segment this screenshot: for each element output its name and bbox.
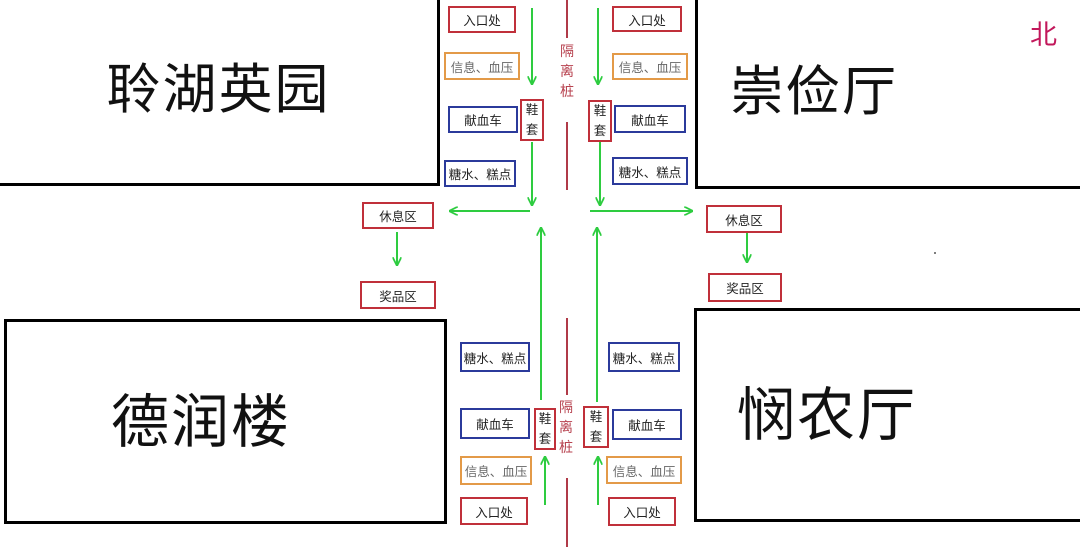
station-donation-bus-nw: 献血车 (448, 106, 518, 133)
station-donation-bus-ne: 献血车 (614, 105, 686, 133)
station-shoe-cover-ne: 鞋 套 (588, 100, 612, 142)
building-northwest: 聆湖英园 (0, 0, 440, 186)
station-info-bp-nw: 信息、血压 (444, 52, 520, 80)
shoe-cover-char: 套 (589, 429, 603, 444)
shoe-cover-char: 鞋 (589, 409, 603, 424)
shoe-cover-char: 鞋 (593, 103, 607, 118)
building-northwest-label: 聆湖英园 (106, 58, 331, 121)
divider-char: 隔 (559, 400, 573, 416)
station-label: 糖水、糕点 (448, 167, 512, 182)
divider-char: 离 (559, 420, 573, 436)
station-label: 入口处 (463, 13, 501, 28)
divider-char: 隔 (560, 44, 574, 60)
station-entrance-nw: 入口处 (448, 6, 516, 33)
station-donation-bus-se: 献血车 (612, 409, 682, 440)
station-snacks-nw: 糖水、糕点 (444, 160, 516, 187)
station-entrance-ne: 入口处 (612, 6, 682, 32)
station-info-bp-ne: 信息、血压 (612, 53, 688, 80)
station-label: 献血车 (464, 113, 502, 128)
station-label: 献血车 (476, 417, 514, 432)
station-shoe-cover-se: 鞋 套 (583, 406, 609, 448)
building-southwest-label: 德润楼 (111, 387, 292, 456)
shoe-cover-char: 鞋 (525, 102, 539, 117)
station-label: 入口处 (623, 505, 661, 520)
station-info-bp-se: 信息、血压 (606, 456, 682, 484)
shoe-cover-char: 套 (538, 431, 552, 446)
station-label: 糖水、糕点 (618, 164, 682, 180)
station-snacks-sw: 糖水、糕点 (460, 342, 530, 372)
station-label: 信息、血压 (450, 59, 514, 75)
divider-char: 桩 (560, 84, 574, 100)
divider-label-north: 隔 离 桩 (558, 42, 576, 102)
station-label: 糖水、糕点 (463, 350, 527, 366)
building-northeast-label: 崇俭厅 (730, 59, 898, 123)
station-label: 入口处 (628, 12, 666, 28)
station-label: 信息、血压 (464, 464, 528, 479)
shoe-cover-char: 套 (525, 122, 539, 137)
building-southwest: 德润楼 (4, 319, 447, 524)
station-label: 献血车 (631, 112, 669, 128)
station-label: 休息区 (379, 209, 417, 224)
station-rest-west: 休息区 (362, 202, 434, 229)
divider-label-south: 隔 离 桩 (557, 398, 575, 458)
station-donation-bus-sw: 献血车 (460, 408, 530, 439)
station-label: 糖水、糕点 (612, 350, 676, 366)
station-prize-west: 奖品区 (360, 281, 436, 309)
station-label: 信息、血压 (612, 463, 676, 479)
station-shoe-cover-sw: 鞋 套 (534, 408, 556, 450)
divider-char: 离 (560, 64, 574, 80)
building-northeast: 崇俭厅 (695, 0, 1080, 189)
station-info-bp-sw: 信息、血压 (460, 456, 532, 485)
station-label: 入口处 (475, 504, 513, 520)
divider-char: 桩 (559, 440, 573, 456)
station-label: 献血车 (628, 418, 666, 433)
station-entrance-se: 入口处 (608, 497, 676, 526)
station-snacks-ne: 糖水、糕点 (612, 157, 688, 185)
station-entrance-sw: 入口处 (460, 497, 528, 525)
station-label: 信息、血压 (618, 60, 682, 75)
building-southeast-label: 悯农厅 (737, 381, 918, 449)
shoe-cover-char: 鞋 (538, 411, 552, 426)
building-southeast: 悯农厅 (694, 308, 1080, 522)
station-snacks-se: 糖水、糕点 (608, 342, 680, 372)
north-label: 北 (1030, 20, 1057, 51)
shoe-cover-char: 套 (593, 123, 607, 138)
station-rest-east: 休息区 (706, 205, 782, 233)
station-shoe-cover-nw: 鞋 套 (520, 99, 544, 141)
station-label: 休息区 (725, 212, 763, 228)
station-label: 奖品区 (726, 281, 764, 296)
station-label: 奖品区 (379, 288, 417, 304)
stray-dot (934, 252, 936, 254)
station-prize-east: 奖品区 (708, 273, 782, 302)
